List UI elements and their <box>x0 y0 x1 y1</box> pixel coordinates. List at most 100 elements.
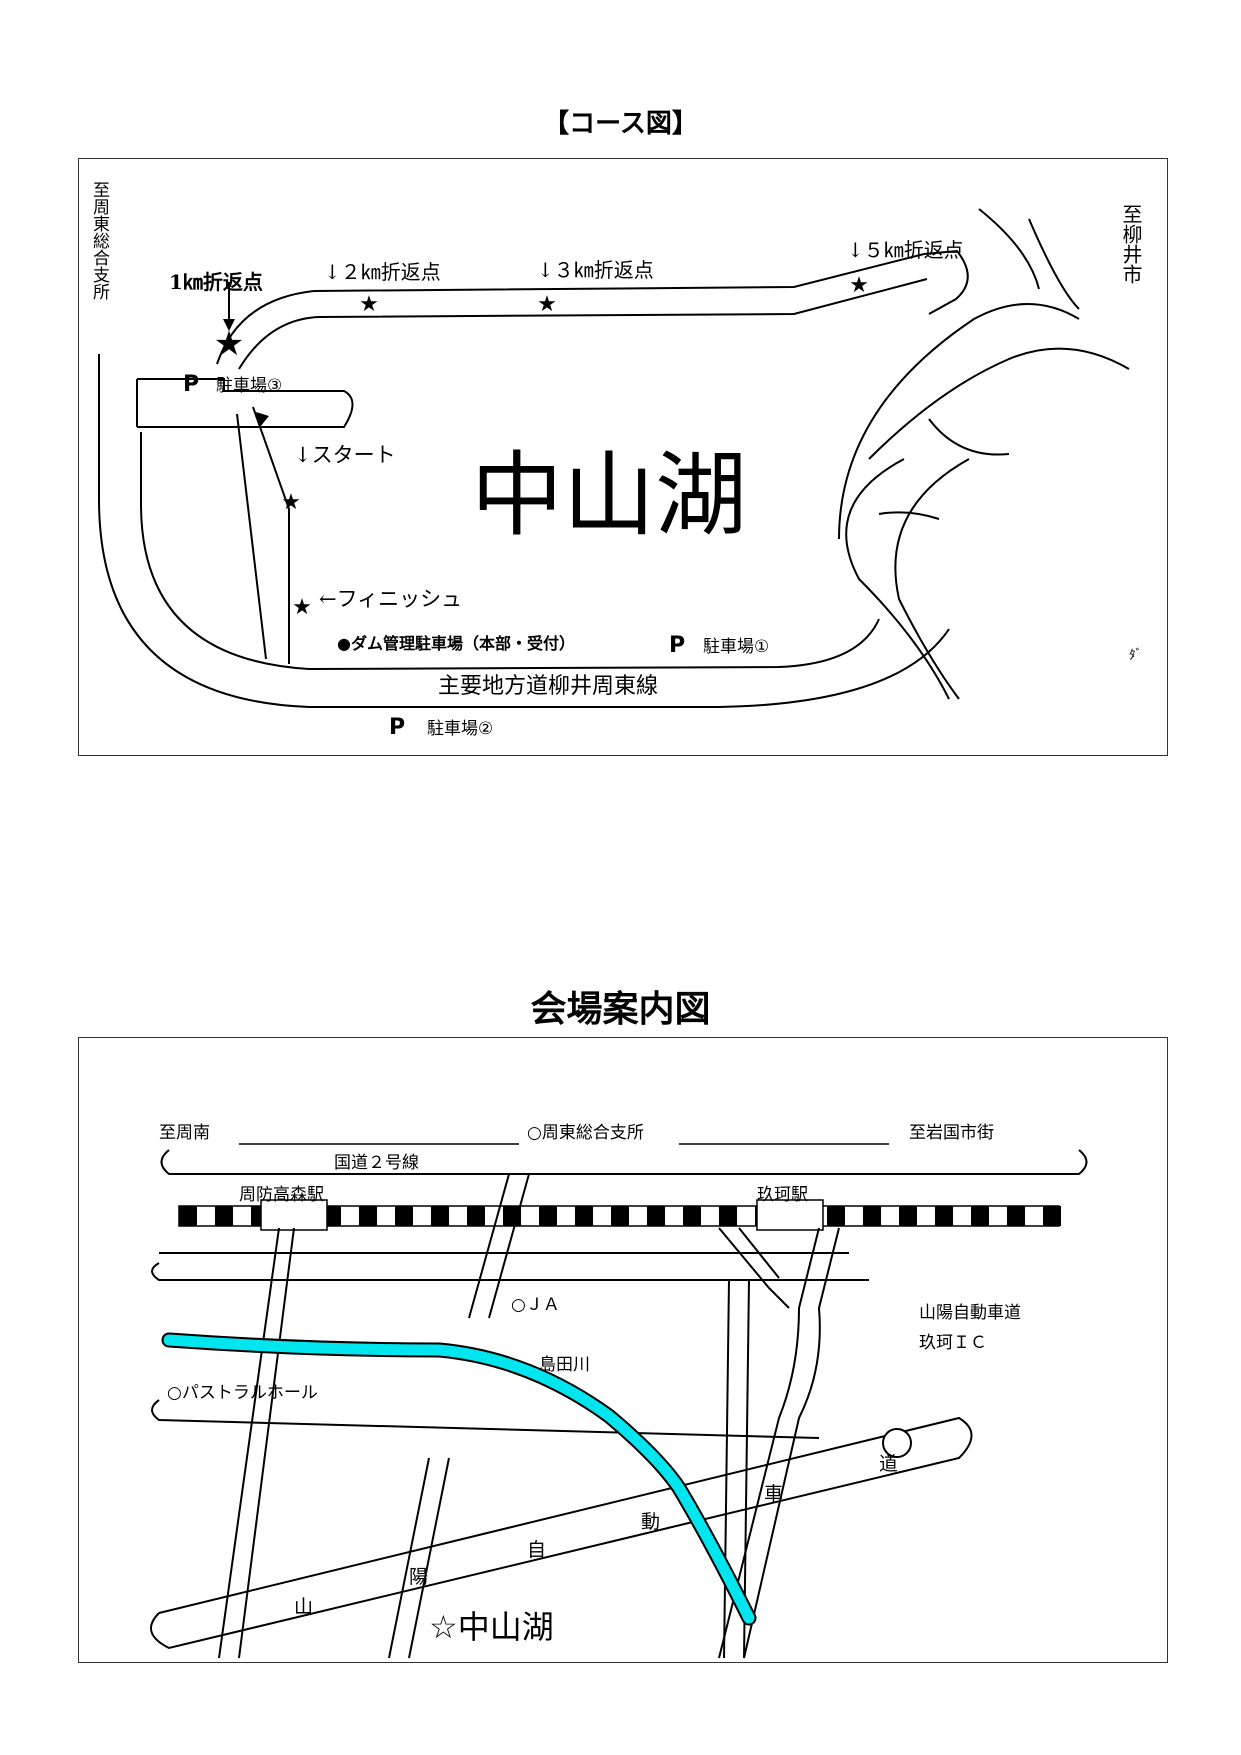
parking1-mark: P <box>669 633 685 658</box>
rail-tick <box>899 1206 917 1226</box>
rail-tick <box>359 1206 377 1226</box>
label-turn-1km: 1㎞折返点 <box>169 270 263 294</box>
kuga-ic-marker <box>882 1428 912 1458</box>
vertical-road-5a <box>718 1227 820 1659</box>
label-kuga-station: 玖珂駅 <box>757 1185 808 1205</box>
star-5km: ★ <box>849 273 869 298</box>
rail-tick <box>683 1206 701 1226</box>
label-ja: ○ＪＡ <box>511 1295 560 1315</box>
star-3km: ★ <box>537 292 557 317</box>
label-parking-2: 駐車場② <box>427 719 493 739</box>
label-sanyo-expressway: 山陽自動車道 <box>919 1303 1021 1323</box>
course-map-title: 【コース図】 <box>543 109 698 139</box>
right-road-f <box>978 208 1040 290</box>
venue-map: 至周南 ○周東総合支所 至岩国市街 国道２号線 周防高森駅 玖珂駅 ○ＪＡ 山陽… <box>78 1037 1168 1663</box>
label-shuto-general-branch: ○周東総合支所 <box>527 1123 644 1143</box>
label-turn-3km: ↓３㎞折返点 <box>537 258 654 282</box>
vertical-road-1b <box>238 1227 295 1659</box>
vertical-road-1a <box>218 1227 280 1659</box>
vertical-road-2a <box>468 1173 510 1319</box>
local-road-1 <box>151 1262 869 1281</box>
label-turn-5km: ↓５㎞折返点 <box>847 238 964 262</box>
rail-tick <box>719 1206 737 1226</box>
expressway-char-6: 道 <box>879 1453 898 1475</box>
expressway-char-5: 車 <box>764 1483 783 1505</box>
rail-tick <box>827 1206 845 1226</box>
rail-tick <box>1043 1206 1061 1226</box>
course-path-outer <box>216 249 969 365</box>
rail-tick <box>863 1206 881 1226</box>
label-fragment-right: ﾀﾞ <box>1129 648 1142 663</box>
right-road-e <box>1028 218 1080 310</box>
rail-tick <box>539 1206 557 1226</box>
kuga-station-box <box>756 1199 824 1231</box>
spur-road-right-edge <box>252 406 290 664</box>
label-pastoral-hall: ○パストラルホール <box>167 1383 318 1403</box>
shimada-river-outline <box>161 1332 757 1626</box>
course-path-inner <box>238 278 928 370</box>
route2-road <box>160 1149 1088 1175</box>
label-suo-takamori-station: 周防高森駅 <box>239 1185 324 1205</box>
right-road-d <box>868 347 1130 460</box>
rail-tick <box>179 1206 197 1226</box>
label-start: ↓スタート <box>294 443 396 467</box>
parking3-spur-road <box>137 378 354 428</box>
arrowhead-spur <box>256 412 269 427</box>
suo-takamori-station-box <box>260 1199 328 1231</box>
expressway-char-1: 山 <box>294 1596 313 1618</box>
arrowhead-1km <box>223 319 235 331</box>
expressway-road <box>150 1416 973 1650</box>
right-road-c <box>838 303 1080 540</box>
local-road-2 <box>151 1399 820 1439</box>
vertical-road-4a <box>723 1279 730 1659</box>
rail-tick <box>467 1206 485 1226</box>
label-kuga-ic: 玖珂ＩＣ <box>919 1333 987 1353</box>
rail-tick <box>971 1206 989 1226</box>
shimada-river <box>163 1334 755 1624</box>
star-start: ★ <box>281 490 301 515</box>
rail-tick <box>431 1206 449 1226</box>
expressway-char-3: 自 <box>527 1539 546 1561</box>
parking3-mark: P <box>183 372 199 397</box>
star-finish: ★ <box>292 595 312 620</box>
label-parking-3: 駐車場③ <box>216 376 282 396</box>
label-to-shuto-general-branch: 至周東総合支所 <box>89 181 110 300</box>
label-route2: 国道２号線 <box>334 1153 419 1173</box>
vertical-road-5b <box>743 1227 840 1659</box>
expressway-char-4: 動 <box>641 1511 660 1533</box>
course-map-drawing: 至周東総合支所 至柳井市 1㎞折返点 ↓２㎞折返点 ↓３㎞折返点 ↓５㎞折返点 … <box>89 181 1143 740</box>
venue-map-drawing: 至周南 ○周東総合支所 至岩国市街 国道２号線 周防高森駅 玖珂駅 ○ＪＡ 山陽… <box>150 1123 1088 1659</box>
label-lake: 中山湖 <box>471 442 747 549</box>
spur-road-left-edge <box>236 413 267 660</box>
label-shimada-river: 島田川 <box>539 1355 590 1375</box>
right-road-h <box>878 511 940 520</box>
right-road-g <box>928 418 1010 456</box>
expressway-char-2: 陽 <box>409 1566 428 1588</box>
label-finish: ←フィニッシュ <box>319 587 462 611</box>
rail-tick <box>215 1206 233 1226</box>
label-to-iwakuni: 至岩国市街 <box>909 1123 994 1143</box>
rail-tick <box>611 1206 629 1226</box>
label-to-yanai-city: 至柳井市 <box>1119 204 1143 284</box>
diagonal-road-a <box>718 1227 790 1309</box>
right-road-b <box>894 458 970 700</box>
diagonal-road-b <box>738 1227 780 1279</box>
label-parking-1: 駐車場① <box>703 637 769 657</box>
rail-tick <box>935 1206 953 1226</box>
label-turn-2km: ↓２㎞折返点 <box>324 260 441 284</box>
vertical-road-3a <box>388 1457 430 1659</box>
label-to-shunan: 至周南 <box>159 1123 210 1143</box>
course-map: 至周東総合支所 至柳井市 1㎞折返点 ↓２㎞折返点 ↓３㎞折返点 ↓５㎞折返点 … <box>78 158 1168 756</box>
star-1km: ★ <box>214 324 244 364</box>
rail-tick <box>1007 1206 1025 1226</box>
label-main-road: 主要地方道柳井周東線 <box>438 674 658 699</box>
right-road-a <box>845 458 950 700</box>
label-nakayama-lake: ☆中山湖 <box>429 1608 554 1646</box>
rail-tick <box>647 1206 665 1226</box>
rail-tick <box>395 1206 413 1226</box>
main-road-inner-edge <box>140 432 880 671</box>
star-2km: ★ <box>359 292 379 317</box>
venue-map-title: 会場案内図 <box>530 989 711 1030</box>
vertical-road-2b <box>488 1173 530 1319</box>
vertical-road-3b <box>408 1457 450 1659</box>
